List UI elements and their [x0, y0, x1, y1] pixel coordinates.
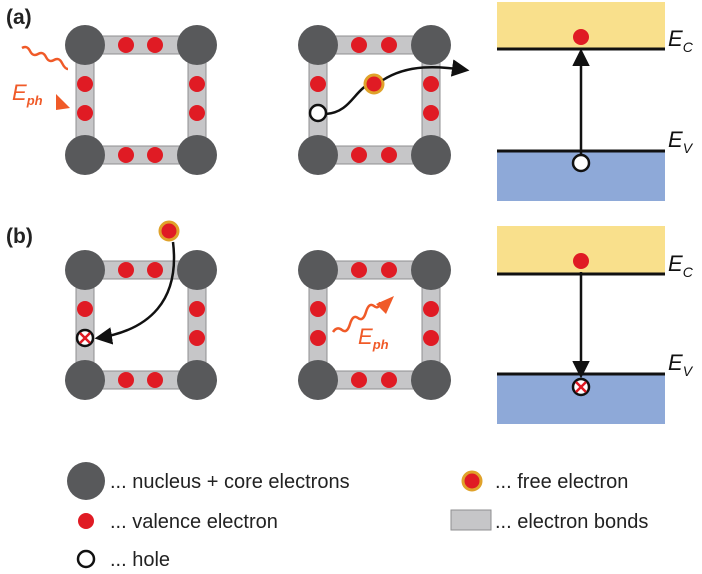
legend: ... nucleus + core electrons ... valence…: [67, 462, 648, 571]
lattice-a2: [298, 25, 470, 175]
valence-electron: [351, 147, 367, 163]
valence-electron: [310, 330, 326, 346]
valence-hole: [571, 153, 591, 173]
nucleus: [65, 25, 105, 65]
lattice-b2: Eph: [298, 250, 451, 400]
legend-nucleus-swatch: [67, 462, 105, 500]
nucleus: [411, 360, 451, 400]
valence-electron: [381, 147, 397, 163]
valence-electron: [423, 301, 439, 317]
valence-electron: [351, 262, 367, 278]
legend-valence-swatch: [78, 513, 94, 529]
legend-bonds-label: ... electron bonds: [495, 511, 648, 533]
photon-label-a: Eph: [12, 80, 43, 108]
valence-electron: [77, 301, 93, 317]
valence-electron: [118, 372, 134, 388]
panel-a-label: (a): [6, 6, 32, 29]
ec-label-b: EC: [668, 251, 694, 280]
valence-electron: [189, 330, 205, 346]
valence-electron: [147, 37, 163, 53]
ec-label-a: EC: [668, 26, 694, 55]
photon-label-b: Eph: [358, 324, 389, 352]
legend-hole-label: ... hole: [110, 549, 170, 571]
valence-electron: [147, 147, 163, 163]
valence-electron: [381, 37, 397, 53]
valence-electron: [381, 372, 397, 388]
hole: [308, 103, 328, 123]
photon-arrowhead: [376, 296, 394, 314]
ev-label-a: EV: [668, 127, 694, 156]
lattice-a1: [65, 25, 217, 175]
valence-electron: [423, 330, 439, 346]
nucleus: [65, 135, 105, 175]
nucleus: [411, 250, 451, 290]
nucleus: [65, 250, 105, 290]
band-diagram-a: EC EV: [497, 2, 694, 201]
photon-wave-emitted: [331, 301, 382, 333]
nucleus: [177, 250, 217, 290]
valence-electron: [118, 262, 134, 278]
valence-electron: [351, 372, 367, 388]
valence-electron: [189, 105, 205, 121]
legend-valence-label: ... valence electron: [110, 511, 278, 533]
valence-electron: [118, 37, 134, 53]
valence-electron: [147, 372, 163, 388]
valence-electron: [118, 147, 134, 163]
ev-label-b: EV: [668, 350, 694, 379]
valence-electron: [77, 105, 93, 121]
nucleus: [411, 135, 451, 175]
conduction-electron: [573, 253, 589, 269]
panel-b-label: (b): [6, 225, 33, 248]
legend-free-label: ... free electron: [495, 471, 628, 493]
valence-electron: [310, 76, 326, 92]
free-electron: [158, 220, 180, 242]
nucleus: [298, 360, 338, 400]
nucleus: [177, 25, 217, 65]
valence-electron: [189, 76, 205, 92]
valence-electron: [351, 37, 367, 53]
conduction-electron: [573, 29, 589, 45]
nucleus: [298, 250, 338, 290]
nucleus: [298, 135, 338, 175]
valence-electron: [189, 301, 205, 317]
free-electron: [363, 73, 385, 95]
nucleus: [411, 25, 451, 65]
cross-mark: [79, 332, 91, 344]
photon-wave: [21, 45, 69, 71]
recombination-path-arrow: [94, 241, 176, 345]
nucleus: [177, 360, 217, 400]
valence-electron: [381, 262, 397, 278]
cross-mark: [575, 381, 587, 393]
band-diagram-b: EC EV: [497, 226, 694, 424]
valence-electron: [77, 76, 93, 92]
valence-electron: [310, 301, 326, 317]
nucleus: [177, 135, 217, 175]
valence-electron: [147, 262, 163, 278]
legend-free-swatch: [461, 470, 483, 492]
lattice-b1: [65, 220, 217, 400]
photon-incoming: Eph: [12, 45, 70, 110]
nucleus: [298, 25, 338, 65]
electron-escape-arrow: [382, 59, 470, 82]
nucleus: [65, 360, 105, 400]
photon-arrowhead: [56, 94, 70, 110]
valence-electron: [423, 76, 439, 92]
legend-hole-swatch: [76, 549, 96, 569]
valence-electron: [423, 105, 439, 121]
legend-nucleus-label: ... nucleus + core electrons: [110, 471, 350, 493]
legend-bond-swatch: [450, 509, 492, 531]
